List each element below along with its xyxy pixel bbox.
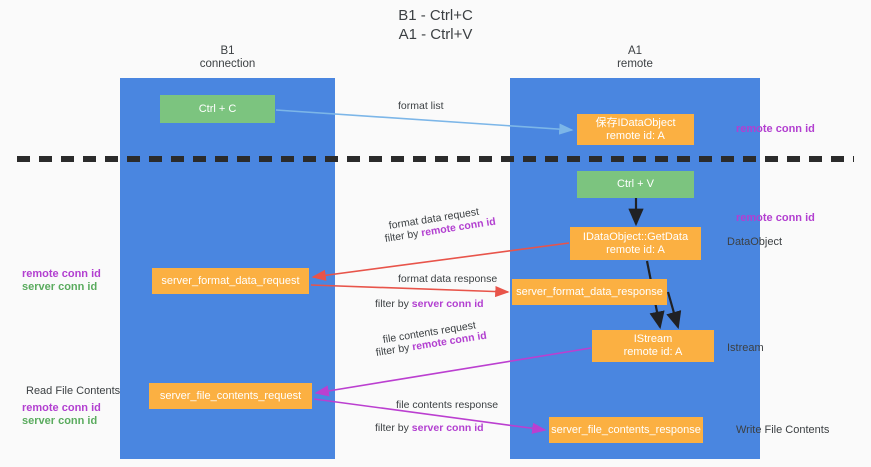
node-file-contents-response-label: server_file_contents_response — [551, 423, 701, 436]
node-ctrl-c[interactable]: Ctrl + C — [160, 95, 275, 123]
node-server-format-data-response[interactable]: server_format_data_response — [512, 279, 667, 305]
annotation-right-remote-conn-top: remote conn id — [736, 123, 815, 135]
filter-prefix: filter by — [375, 298, 412, 310]
edge-response-to-istream — [666, 291, 682, 330]
phase-divider — [17, 156, 854, 162]
node-ctrl-c-label: Ctrl + C — [198, 102, 237, 115]
node-save-idataobject[interactable]: 保存IDataObject remote id: A — [577, 114, 694, 145]
node-server-format-data-request[interactable]: server_format_data_request — [152, 268, 309, 294]
node-getdata-line2: remote id: A — [606, 243, 665, 256]
node-file-contents-request-label: server_file_contents_request — [159, 389, 302, 402]
filter-key-server-conn-id: server conn id — [411, 422, 484, 434]
node-format-data-response-label: server_format_data_response — [516, 285, 663, 298]
annotation-right-dataobject: DataObject — [727, 236, 783, 248]
edge-format-data-request — [311, 242, 570, 281]
edge-file-contents-request — [314, 347, 592, 397]
node-format-data-request-label: server_format_data_request — [161, 274, 300, 287]
node-server-file-contents-request[interactable]: server_file_contents_request — [149, 383, 312, 409]
node-server-file-contents-response[interactable]: server_file_contents_response — [549, 417, 703, 443]
annotation-right-istream: Istream — [727, 342, 764, 354]
node-ctrl-v[interactable]: Ctrl + V — [577, 171, 694, 198]
lane-header-b1-sub: connection — [199, 58, 256, 70]
node-save-idataobject-line1: 保存IDataObject — [595, 116, 676, 129]
annotation-left-server-conn-mid: server conn id — [22, 281, 98, 293]
lane-header-b1: B1 connection — [120, 45, 335, 71]
annotation-left-server-conn-bottom: server conn id — [22, 415, 98, 427]
edge-format-list — [275, 109, 574, 135]
edge-label-format-data-response-filter: filter by server conn id — [375, 298, 484, 311]
annotation-right-write-file-contents: Write File Contents — [736, 424, 830, 436]
filter-key-server-conn-id: server conn id — [411, 298, 484, 310]
node-istream[interactable]: IStream remote id: A — [592, 330, 714, 362]
edge-label-file-contents-response: file contents response — [396, 399, 499, 411]
edge-label-format-list: format list — [398, 100, 444, 112]
edge-label-file-contents-response-filter: filter by server conn id — [375, 422, 484, 435]
node-getdata-line1: IDataObject::GetData — [582, 230, 689, 243]
filter-prefix: filter by — [375, 422, 412, 434]
lane-header-a1-name: A1 — [627, 45, 643, 57]
diagram-title: B1 - Ctrl+C A1 - Ctrl+V — [0, 6, 871, 44]
node-istream-line1: IStream — [633, 333, 673, 345]
annotation-left-read-file-contents: Read File Contents — [26, 385, 121, 397]
edge-file-contents-response — [313, 398, 547, 434]
lane-header-a1-sub: remote — [617, 58, 653, 70]
lane-header-b1-name: B1 — [220, 45, 235, 57]
node-idataobject-getdata[interactable]: IDataObject::GetData remote id: A — [570, 227, 701, 260]
edge-label-format-data-response: format data response — [398, 273, 498, 285]
edge-format-data-response — [310, 284, 510, 298]
node-save-idataobject-line2: remote id: A — [606, 129, 665, 142]
annotation-right-remote-conn-mid: remote conn id — [736, 212, 815, 224]
title-line-2: A1 - Ctrl+V — [398, 26, 473, 43]
node-ctrl-v-label: Ctrl + V — [617, 178, 654, 190]
annotation-left-remote-conn-bottom: remote conn id — [22, 402, 101, 414]
title-line-1: B1 - Ctrl+C — [398, 7, 473, 24]
node-istream-line2: remote id: A — [623, 346, 683, 358]
annotation-left-remote-conn-mid: remote conn id — [22, 268, 101, 280]
lane-header-a1: A1 remote — [510, 45, 760, 71]
